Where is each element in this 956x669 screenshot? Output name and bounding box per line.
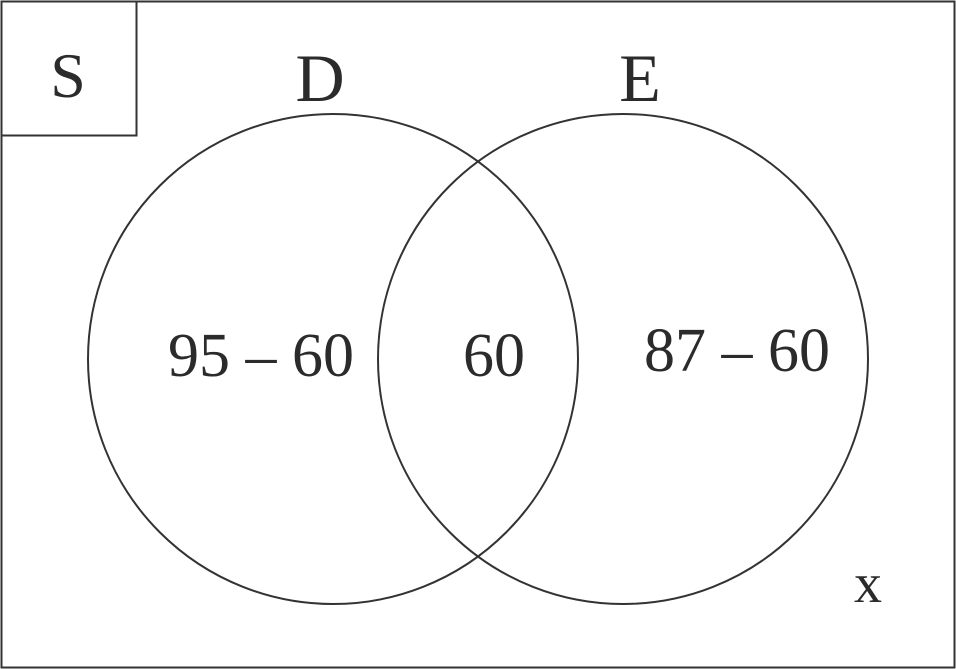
set-d-circle [87,113,579,605]
universe-label-box [0,0,138,137]
universe-label: S [50,40,86,111]
set-d-label: D [295,40,344,116]
region-outside-value: x [854,553,882,615]
region-d-only-value: 95 – 60 [168,322,354,390]
region-intersection-value: 60 [463,322,525,390]
region-e-only-value: 87 – 60 [644,317,830,385]
set-e-circle [377,113,869,605]
set-e-label: E [619,40,661,116]
